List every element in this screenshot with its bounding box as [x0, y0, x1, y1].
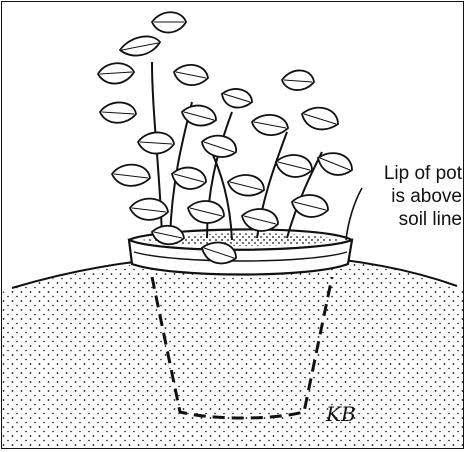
artist-signature: KB	[326, 402, 356, 426]
callout-label: Lip of pot is above soil line	[362, 162, 462, 231]
callout-line-1: Lip of pot	[362, 162, 462, 185]
ground-soil	[2, 258, 464, 449]
callout-line-3: soil line	[362, 208, 462, 231]
callout-line-2: is above	[362, 185, 462, 208]
leaves	[98, 12, 352, 263]
callout-leader-line	[346, 188, 362, 240]
